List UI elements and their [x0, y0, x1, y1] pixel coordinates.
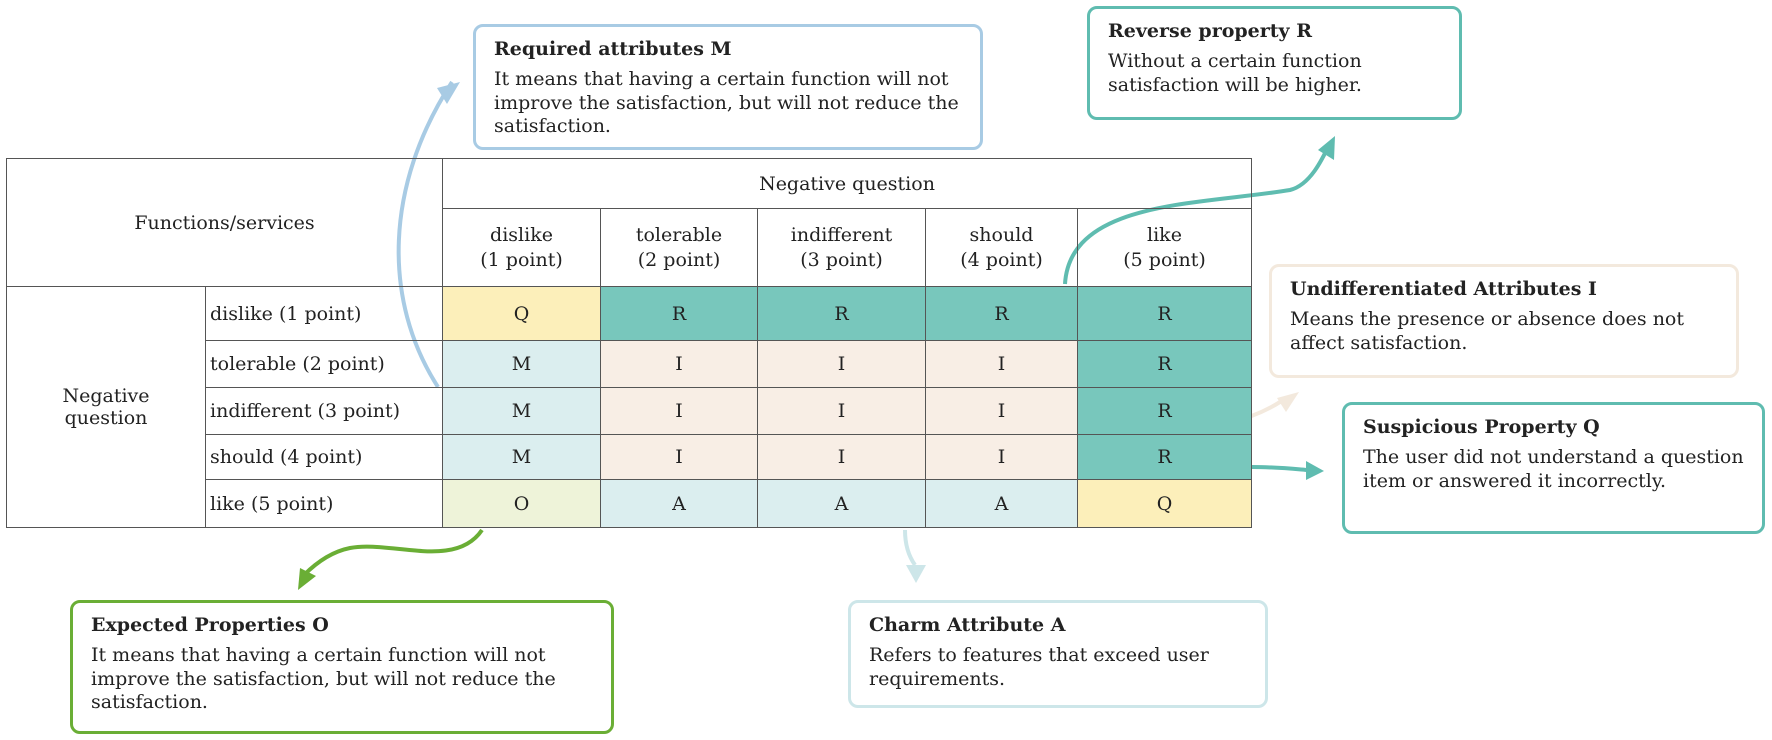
- table-cell: I: [925, 340, 1078, 388]
- callout-title: Reverse property R: [1108, 20, 1312, 42]
- table-cell: R: [1077, 286, 1252, 341]
- table-cell: A: [757, 479, 926, 528]
- arrow-charm-a: [903, 529, 917, 567]
- callout-title: Suspicious Property Q: [1363, 416, 1600, 438]
- callout-title: Undifferentiated Attributes I: [1290, 278, 1597, 300]
- callout-body: It means that having a certain function …: [91, 644, 556, 713]
- callout-suspicious-q: Suspicious Property Q The user did not u…: [1342, 402, 1765, 534]
- column-header-dislike: dislike(1 point): [442, 208, 601, 287]
- callout-reverse-r: Reverse property R Without a certain fun…: [1087, 6, 1462, 120]
- column-header-like: like(5 point): [1077, 208, 1252, 287]
- table-cell: A: [925, 479, 1078, 528]
- row-header-dislike: dislike (1 point): [205, 286, 443, 341]
- table-cell: I: [600, 340, 758, 388]
- row-header-like: like (5 point): [205, 479, 443, 528]
- callout-required-m: Required attributes M It means that havi…: [473, 24, 983, 150]
- table-cell: Q: [1077, 479, 1252, 528]
- table-cell: M: [442, 434, 601, 480]
- table-cell: M: [442, 340, 601, 388]
- table-cell: O: [442, 479, 601, 528]
- table-cell: R: [600, 286, 758, 341]
- column-header-tolerable: tolerable(2 point): [600, 208, 758, 287]
- table-cell: I: [600, 387, 758, 435]
- callout-title: Expected Properties O: [91, 614, 329, 636]
- table-cell: R: [1077, 434, 1252, 480]
- callout-body: It means that having a certain function …: [494, 68, 959, 137]
- table-cell: R: [1077, 387, 1252, 435]
- callout-body: Means the presence or absence does not a…: [1290, 308, 1685, 354]
- column-group-label: Negative question: [442, 158, 1252, 209]
- row-group-label: Negative question: [6, 286, 206, 528]
- callout-title: Charm Attribute A: [869, 614, 1066, 636]
- arrow-expected-o: [302, 528, 484, 577]
- table-cell: I: [925, 434, 1078, 480]
- callout-charm-a: Charm Attribute A Refers to features tha…: [848, 600, 1268, 708]
- table-cell: I: [925, 387, 1078, 435]
- callout-body: Without a certain function satisfaction …: [1108, 50, 1362, 96]
- table-cell: A: [600, 479, 758, 528]
- kano-evaluation-table: Functions/services Negative question dis…: [6, 158, 1252, 528]
- arrowhead-suspicious-q: [1306, 461, 1324, 480]
- callout-title: Required attributes M: [494, 38, 732, 60]
- row-header-indifferent: indifferent (3 point): [205, 387, 443, 435]
- arrowhead-charm-a: [906, 565, 926, 583]
- arrow-suspicious-q: [1251, 465, 1309, 472]
- table-cell: R: [757, 286, 926, 341]
- table-cell: R: [925, 286, 1078, 341]
- arrowhead-required-m: [437, 82, 460, 104]
- arrowhead-undifferentiated-i: [1277, 392, 1299, 412]
- arrowhead-reverse-r: [1318, 136, 1335, 160]
- table-cell: Q: [442, 286, 601, 341]
- column-header-indifferent: indifferent(3 point): [757, 208, 926, 287]
- callout-body: The user did not understand a question i…: [1363, 446, 1744, 492]
- table-cell: I: [600, 434, 758, 480]
- table-cell: I: [757, 340, 926, 388]
- arrowhead-expected-o: [298, 568, 316, 590]
- table-cell: R: [1077, 340, 1252, 388]
- column-header-should: should(4 point): [925, 208, 1078, 287]
- row-header-should: should (4 point): [205, 434, 443, 480]
- callout-body: Refers to features that exceed user requ…: [869, 644, 1209, 690]
- callout-undifferentiated-i: Undifferentiated Attributes I Means the …: [1269, 264, 1739, 378]
- table-cell: M: [442, 387, 601, 435]
- table-cell: I: [757, 434, 926, 480]
- corner-label-functions-services: Functions/services: [6, 158, 443, 287]
- table-cell: I: [757, 387, 926, 435]
- row-header-tolerable: tolerable (2 point): [205, 340, 443, 388]
- callout-expected-o: Expected Properties O It means that havi…: [70, 600, 614, 734]
